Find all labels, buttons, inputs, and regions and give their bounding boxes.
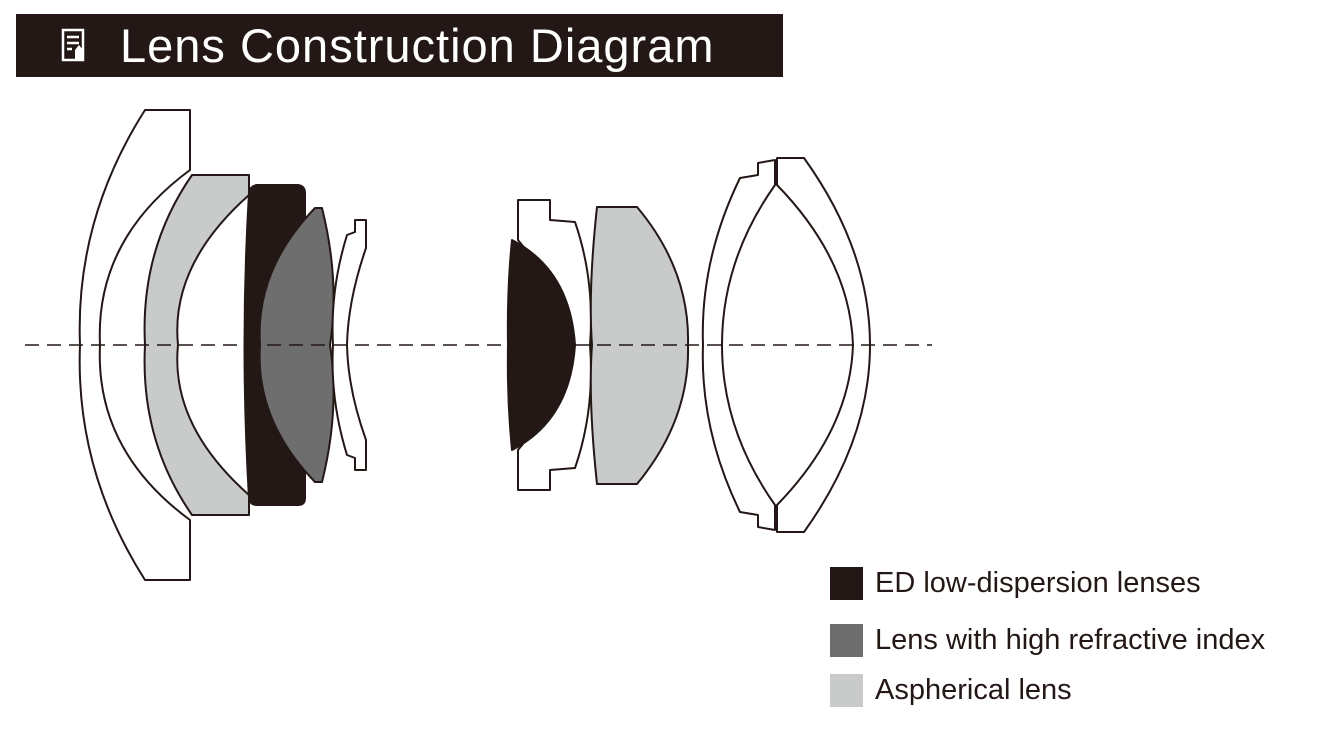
legend-item-aspherical: Aspherical lens — [830, 673, 1072, 707]
legend-swatch-aspherical — [830, 673, 863, 707]
document-pencil-icon — [61, 28, 85, 62]
lens-element-8-aspherical — [589, 206, 690, 485]
legend-label-high-index: Lens with high refractive index — [875, 624, 1266, 656]
lens-element-10 — [776, 157, 871, 533]
legend-label-ed: ED low-dispersion lenses — [875, 567, 1201, 599]
lens-element-5 — [331, 219, 367, 471]
legend-label-aspherical: Aspherical lens — [875, 674, 1072, 706]
lens-element-9 — [701, 159, 776, 531]
legend-swatch-ed — [830, 566, 863, 600]
legend-item-high-index: Lens with high refractive index — [830, 623, 1265, 657]
legend-swatch-high-index — [830, 623, 863, 657]
title-bar: Lens Construction Diagram — [16, 14, 783, 77]
page-title: Lens Construction Diagram — [120, 19, 715, 72]
lens-element-1 — [78, 109, 191, 581]
legend-item-ed: ED low-dispersion lenses — [830, 566, 1201, 600]
